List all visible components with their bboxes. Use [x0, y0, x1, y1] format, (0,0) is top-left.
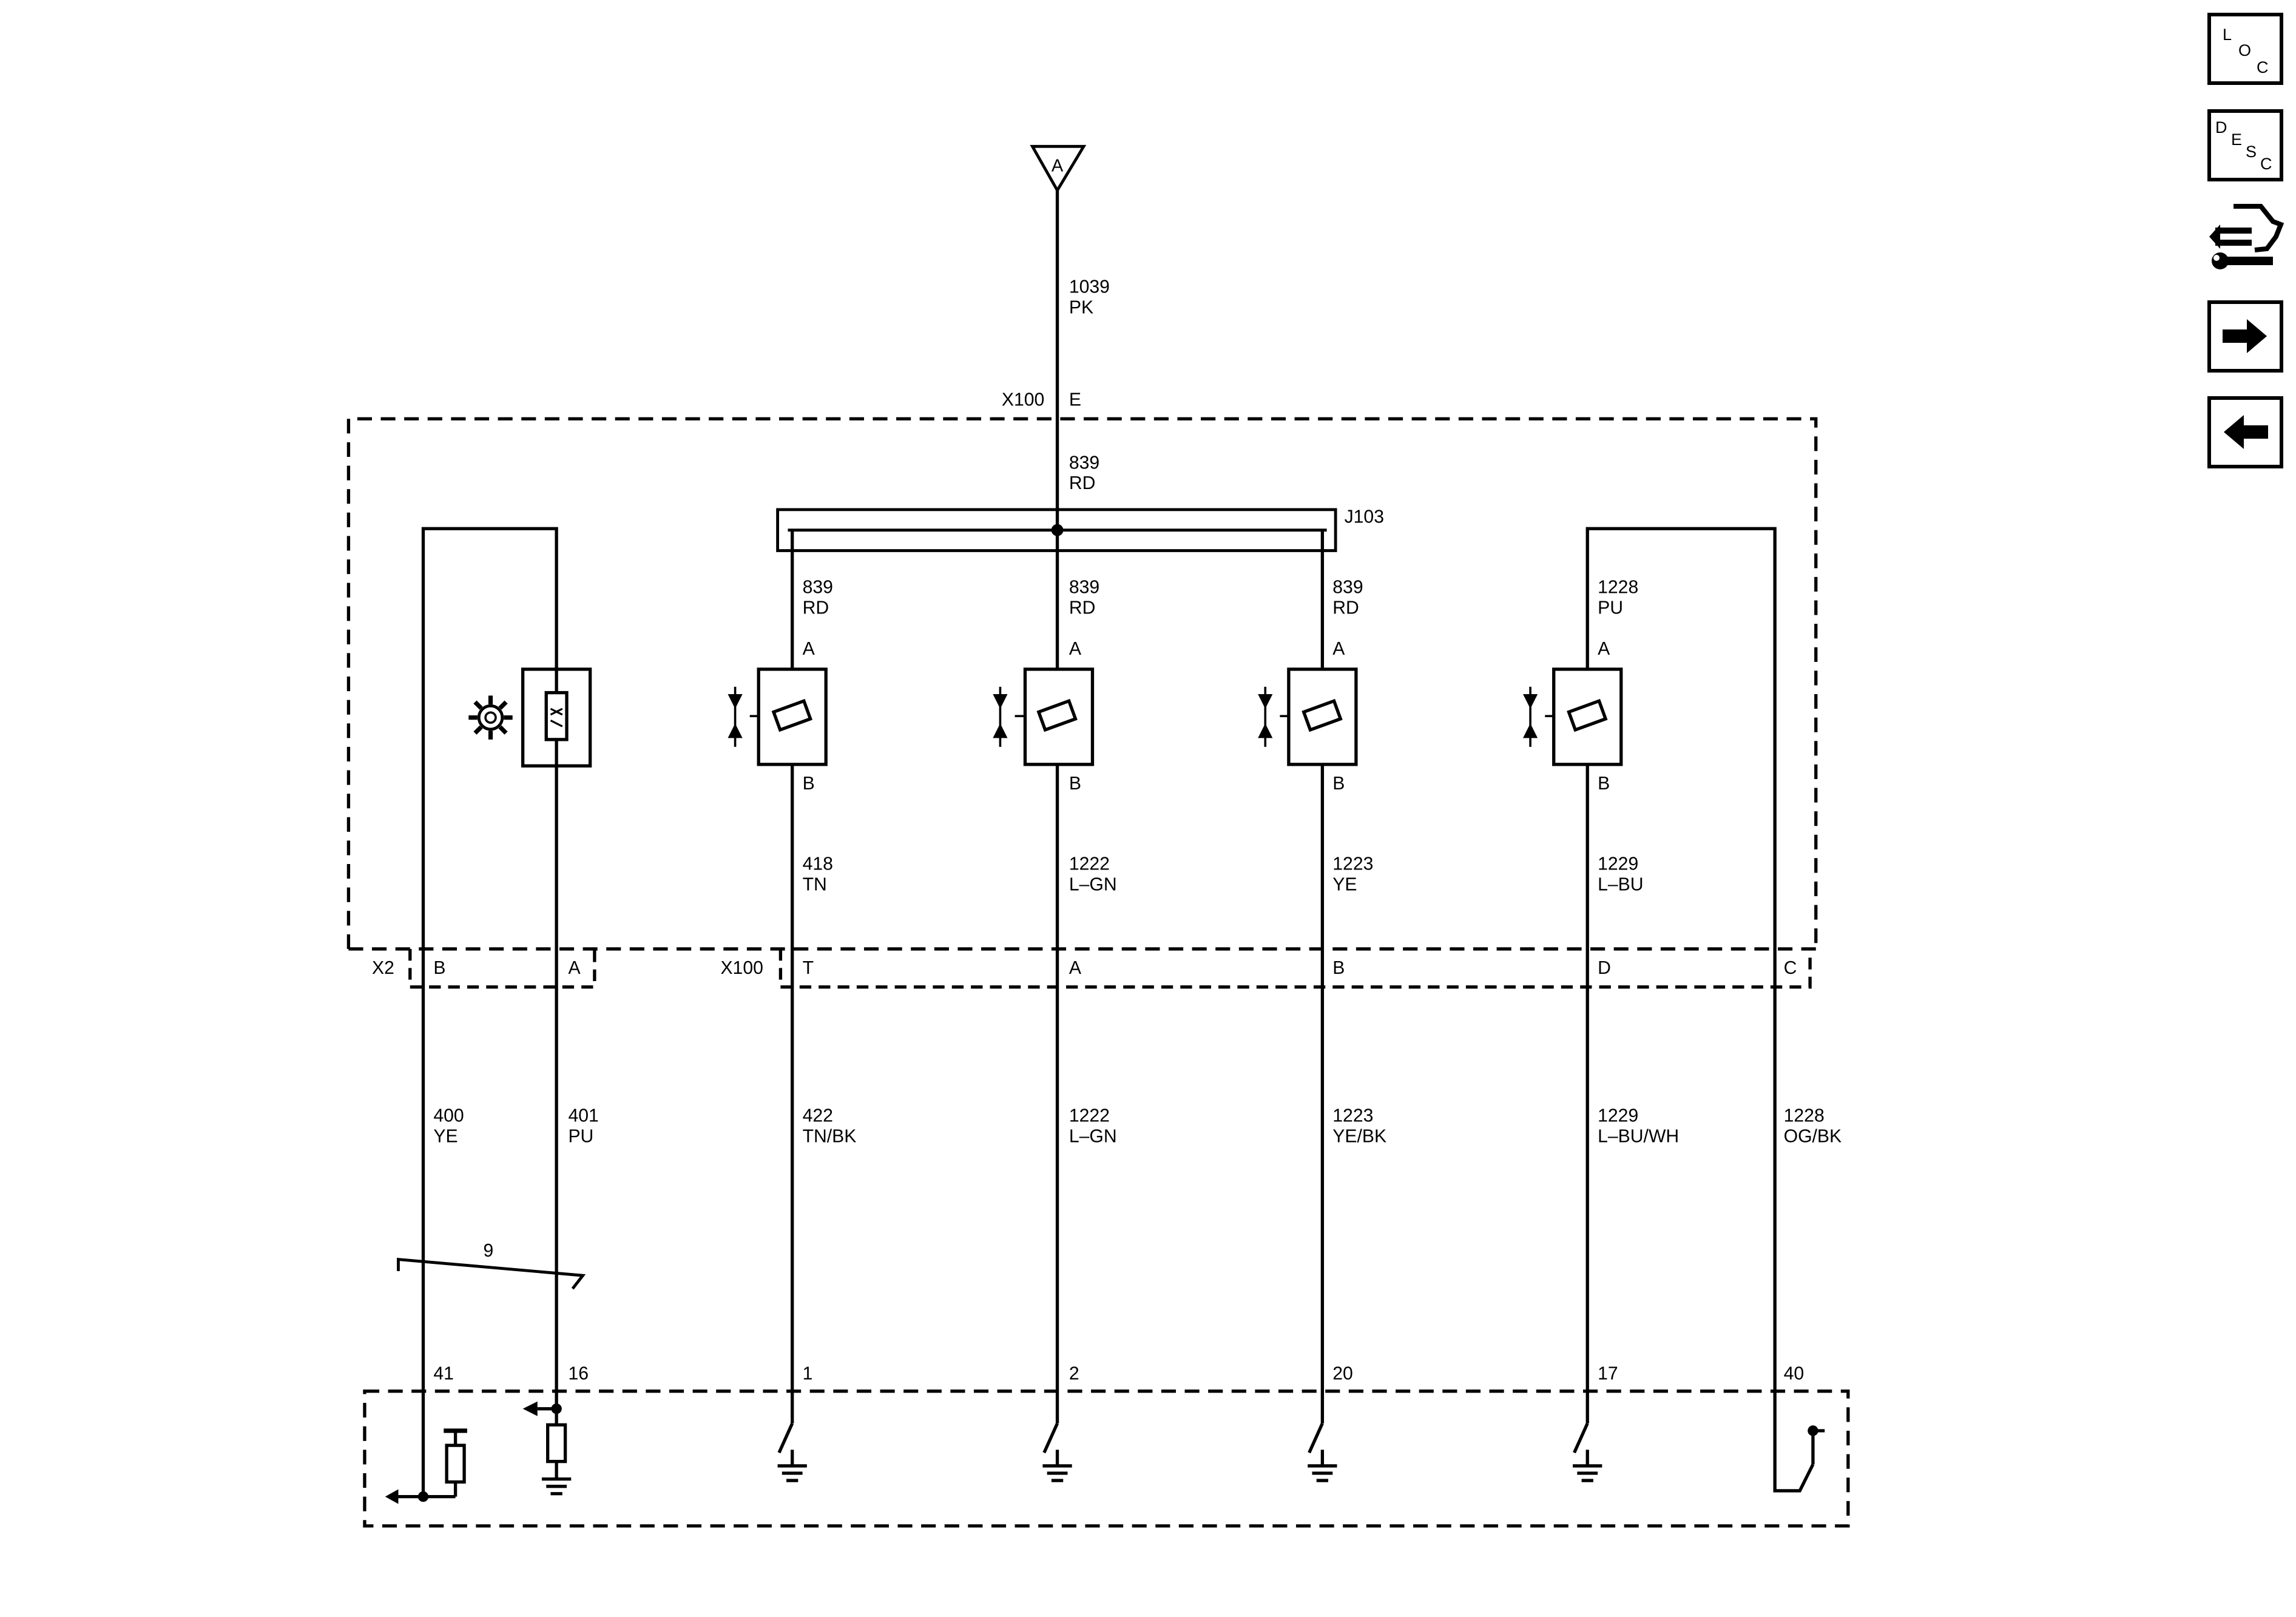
- connector-cavity-e: E: [1069, 390, 1081, 410]
- wire-color-label: YE: [1332, 874, 1357, 894]
- wire-circuit-label: 1229: [1598, 1106, 1638, 1126]
- icon-letter: C: [2260, 155, 2272, 173]
- wire-color-label: L–GN: [1069, 1127, 1117, 1147]
- transmission-control-module-outline: [346, 417, 1818, 949]
- connector-x100-label: X100: [720, 958, 763, 978]
- module-pin-label: 17: [1598, 1364, 1618, 1384]
- wire-circuit-label: 839: [1069, 577, 1099, 597]
- wire-circuit-label: 1039: [1069, 277, 1110, 297]
- module-pin-label: 40: [1784, 1364, 1805, 1384]
- arrow-right-icon[interactable]: [2207, 300, 2283, 373]
- wire-circuit-label: 400: [433, 1106, 464, 1126]
- solenoid-2[interactable]: [993, 530, 1095, 1482]
- wire-color-label: L–GN: [1069, 874, 1117, 894]
- arrow-left-icon[interactable]: [2207, 396, 2283, 468]
- module-pin-label: 2: [1069, 1364, 1079, 1384]
- wire-color-label: L–BU/WH: [1598, 1127, 1679, 1147]
- icon-letter: C: [2257, 58, 2269, 76]
- loc-icon[interactable]: L O C: [2207, 13, 2283, 85]
- wire-circuit-label: 422: [803, 1106, 833, 1126]
- connector-pin-label: A: [1069, 958, 1082, 978]
- bus-color-label: RD: [1069, 473, 1096, 493]
- connector-x2-label: X2: [372, 958, 394, 978]
- connector-label: A: [1052, 156, 1064, 175]
- module-input-41: [385, 1428, 467, 1504]
- module-pin-label: 16: [568, 1364, 589, 1384]
- pin-label: B: [1598, 774, 1610, 794]
- wire-circuit-label: 1222: [1069, 854, 1110, 874]
- wire-color-label: TN/BK: [803, 1127, 857, 1147]
- icon-letter: O: [2238, 41, 2251, 59]
- wire-color-label: YE: [433, 1127, 458, 1147]
- twisted-pair-label: 9: [483, 1241, 493, 1261]
- speed-sensor[interactable]: [421, 527, 592, 1497]
- wire-color-label: RD: [1332, 598, 1359, 618]
- module-input-16: [522, 1401, 572, 1496]
- connector-x100-label: X100: [1002, 390, 1044, 410]
- wire-circuit-label: 839: [803, 577, 833, 597]
- connector-pin-label: C: [1784, 958, 1797, 978]
- connector-pin-label: B: [433, 958, 445, 978]
- wire-circuit-label: 839: [1332, 577, 1363, 597]
- connector-pin-label: B: [1332, 958, 1345, 978]
- wire-color-label: L–BU: [1598, 874, 1643, 894]
- wire-color-label: PU: [568, 1127, 593, 1147]
- module-pin-label: 41: [433, 1364, 454, 1384]
- pin-label: B: [803, 774, 815, 794]
- solenoid-3[interactable]: [1258, 530, 1358, 1482]
- wire-color-label: PK: [1069, 297, 1093, 317]
- wire-color-label: YE/BK: [1332, 1127, 1386, 1147]
- pin-label: B: [1332, 774, 1345, 794]
- pin-label: A: [1332, 639, 1345, 659]
- splice-label: J103: [1345, 507, 1384, 527]
- connector-pin-label: T: [803, 958, 814, 978]
- wire-circuit-label: 1228: [1598, 577, 1638, 597]
- wire-color-label: RD: [803, 598, 829, 618]
- gear-icon: [468, 695, 513, 740]
- icon-letter: D: [2215, 118, 2227, 137]
- control-module-outline: [363, 1389, 1850, 1528]
- wire-color-label: TN: [803, 874, 827, 894]
- pin-label: A: [1598, 639, 1610, 659]
- connector-wrench-icon[interactable]: [2209, 204, 2284, 269]
- wire-color-label: RD: [1069, 598, 1096, 618]
- connector-x100-outline: [778, 948, 1812, 989]
- icon-letter: S: [2246, 143, 2257, 161]
- module-pin-label: 1: [803, 1364, 813, 1384]
- inline-connector-a[interactable]: A: [1030, 144, 1087, 194]
- wire-circuit-label: 1223: [1332, 1106, 1373, 1126]
- bus-circuit-label: 839: [1069, 453, 1099, 473]
- pin-label: B: [1069, 774, 1081, 794]
- wire-circuit-label: 418: [803, 854, 833, 874]
- wire-color-label: PU: [1598, 598, 1623, 618]
- connector-x2-outline: [408, 948, 596, 989]
- desc-icon[interactable]: D E S C: [2207, 109, 2283, 181]
- wire-circuit-label: 1228: [1784, 1106, 1825, 1126]
- twisted-pair-marker: [397, 1257, 586, 1290]
- module-pin-label: 20: [1332, 1364, 1353, 1384]
- icon-letter: L: [2223, 25, 2232, 44]
- connector-pin-label: A: [568, 958, 581, 978]
- wire-color-label: OG/BK: [1784, 1127, 1842, 1147]
- icon-letter: E: [2231, 130, 2242, 149]
- solenoid-1[interactable]: [728, 530, 828, 1482]
- wire-circuit-label: 401: [568, 1106, 598, 1126]
- solenoid-4[interactable]: [1523, 527, 1825, 1493]
- wire-circuit-label: 1223: [1332, 854, 1373, 874]
- pin-label: A: [1069, 639, 1082, 659]
- pin-label: A: [803, 639, 815, 659]
- connector-pin-label: D: [1598, 958, 1611, 978]
- wire-circuit-label: 1229: [1598, 854, 1638, 874]
- wire-circuit-label: 1222: [1069, 1106, 1110, 1126]
